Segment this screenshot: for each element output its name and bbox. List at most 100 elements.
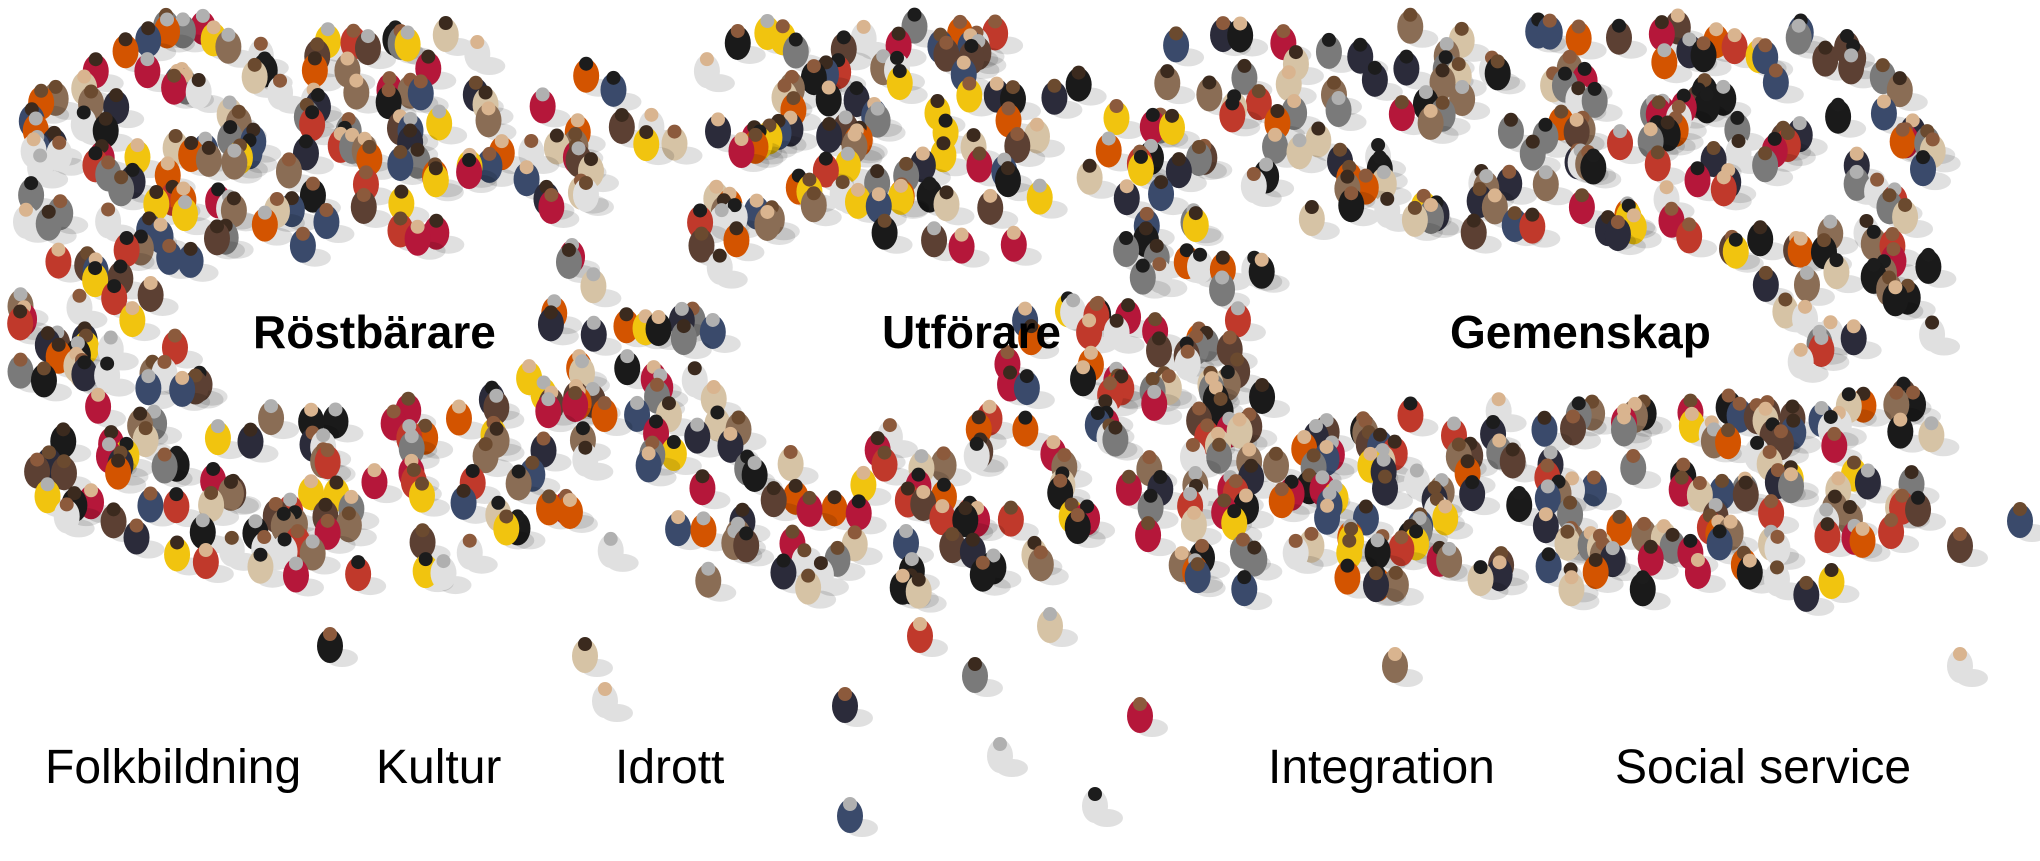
person-figure	[1484, 54, 1526, 95]
person-figure	[476, 146, 518, 187]
person-figure	[796, 490, 838, 531]
person-figure	[493, 509, 535, 550]
person-figure	[1644, 145, 1686, 186]
person-figure	[887, 178, 929, 219]
person-figure	[1582, 552, 1624, 593]
person-figure	[1076, 158, 1118, 199]
person-figure	[1397, 7, 1439, 48]
person-figure	[113, 230, 155, 271]
person-figure	[404, 219, 446, 260]
person-figure	[871, 445, 913, 486]
person-figure	[987, 737, 1028, 777]
person-figure	[661, 124, 703, 165]
person-figure	[1182, 206, 1224, 247]
person-figure	[1825, 97, 1867, 138]
person-figure	[317, 627, 358, 667]
person-figure	[1103, 99, 1145, 140]
person-figure	[1417, 103, 1459, 144]
person-figure	[535, 392, 577, 433]
person-figure	[1499, 442, 1541, 483]
person-figure	[529, 87, 571, 128]
person-figure	[1793, 575, 1835, 616]
person-figure	[45, 242, 87, 283]
person-figure	[408, 476, 450, 517]
person-figure	[251, 205, 293, 246]
person-figure	[1558, 570, 1600, 611]
person-figure	[198, 485, 240, 526]
person-figure	[258, 399, 300, 440]
person-figure	[952, 501, 994, 542]
person-figure	[1786, 116, 1828, 157]
person-figure	[1082, 787, 1123, 827]
person-figure	[1224, 301, 1266, 342]
person-figure	[1560, 409, 1602, 450]
person-figure	[958, 38, 1000, 79]
person-figure	[1580, 148, 1622, 189]
person-figure	[1023, 117, 1065, 158]
person-figure	[1915, 247, 1957, 288]
person-figure	[1532, 165, 1574, 206]
person-figure	[684, 417, 726, 458]
person-figure	[1460, 213, 1502, 254]
person-figure	[930, 136, 972, 177]
person-figure	[1382, 647, 1423, 687]
person-figure	[161, 328, 203, 369]
person-figure	[1135, 516, 1177, 557]
person-figure	[1684, 552, 1726, 593]
person-figure	[1676, 217, 1718, 258]
sector-label-folkbildning: Folkbildning	[45, 741, 302, 794]
person-figure	[1401, 200, 1443, 241]
person-figure	[1752, 146, 1794, 187]
person-figure	[361, 463, 403, 504]
person-figure	[505, 464, 547, 505]
person-figure	[1710, 170, 1752, 211]
person-figure	[1580, 470, 1622, 511]
person-figure	[483, 421, 525, 462]
person-figure	[163, 487, 205, 528]
person-figure	[137, 275, 179, 316]
sector-label-integration: Integration	[1268, 741, 1495, 794]
person-figure	[1581, 81, 1623, 122]
person-figure	[1432, 499, 1474, 540]
person-figure	[2007, 502, 2040, 542]
person-figure	[1787, 342, 1829, 383]
person-figure	[871, 213, 913, 254]
person-figure	[670, 319, 712, 360]
sector-label-social-service: Social service	[1615, 741, 1912, 794]
person-figure	[1565, 19, 1607, 60]
person-figure	[1919, 315, 1961, 356]
person-figure	[1620, 448, 1662, 489]
person-figure	[1103, 313, 1145, 354]
person-figure	[299, 534, 341, 575]
person-figure	[1429, 95, 1471, 136]
person-figure	[1892, 197, 1934, 238]
person-figure	[1325, 91, 1367, 132]
person-figure	[1629, 570, 1671, 611]
person-figure	[837, 797, 878, 837]
person-figure	[600, 70, 642, 111]
person-figure	[1158, 108, 1200, 149]
person-figure	[1185, 139, 1227, 180]
person-figure	[969, 555, 1011, 596]
person-figure	[1129, 258, 1171, 299]
person-figure	[430, 554, 472, 595]
person-figure	[1808, 330, 1850, 371]
person-figure	[335, 506, 377, 547]
person-figure	[777, 444, 819, 485]
person-figure	[962, 657, 1003, 697]
person-figure	[592, 682, 633, 722]
person-figure	[733, 526, 775, 567]
person-figure	[1219, 96, 1261, 137]
person-figure	[289, 226, 331, 267]
person-figure	[1854, 463, 1896, 504]
person-figure	[1382, 565, 1424, 606]
person-figure	[1459, 475, 1501, 516]
person-figure	[728, 132, 770, 173]
person-figure	[1286, 133, 1328, 174]
person-figure	[1557, 495, 1599, 536]
person-figure	[192, 543, 234, 584]
person-figure	[1519, 207, 1561, 248]
person-figure	[591, 396, 633, 437]
person-figure	[1467, 560, 1509, 601]
person-figure	[1248, 252, 1290, 293]
